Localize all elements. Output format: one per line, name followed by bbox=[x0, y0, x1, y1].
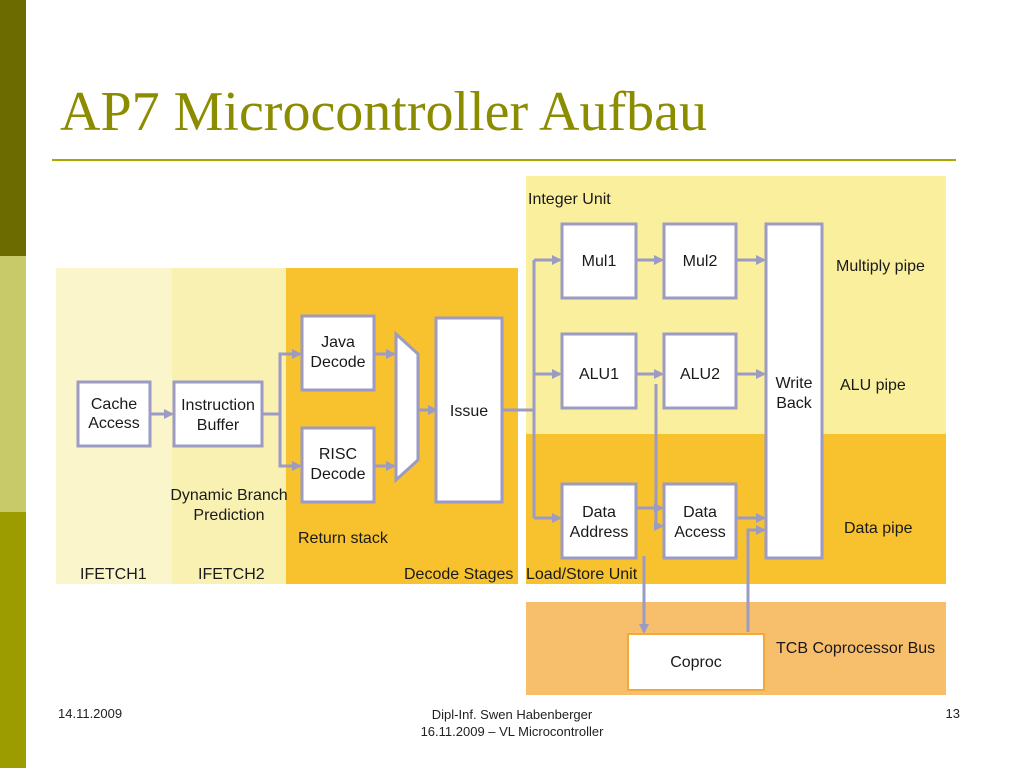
label-alu-pipe: ALU pipe bbox=[840, 377, 906, 394]
block-cache-access-line1: Cache bbox=[91, 396, 137, 413]
block-write-back-line1: Write bbox=[775, 375, 812, 392]
block-cache-access: Cache Access bbox=[76, 380, 152, 448]
block-alu2-label: ALU2 bbox=[680, 366, 720, 383]
label-dynamic-branch: Dynamic Branch bbox=[170, 487, 287, 504]
block-cache-access-line2: Access bbox=[88, 415, 140, 432]
block-coproc: Coproc bbox=[627, 633, 765, 691]
block-risc-decode-line2: Decode bbox=[310, 466, 365, 483]
block-issue: Issue bbox=[434, 316, 504, 504]
label-ifetch2: IFETCH2 bbox=[198, 566, 265, 583]
label-prediction: Prediction bbox=[193, 507, 264, 524]
footer-center: Dipl-Inf. Swen Habenberger 16.11.2009 – … bbox=[362, 706, 662, 740]
block-risc-decode: RISC Decode bbox=[300, 426, 376, 504]
label-decode-stages: Decode Stages bbox=[404, 566, 513, 583]
block-data-address: Data Address bbox=[560, 482, 638, 560]
title-underline bbox=[52, 159, 956, 161]
label-load-store-unit: Load/Store Unit bbox=[526, 566, 638, 583]
block-instruction-buffer: Instruction Buffer bbox=[172, 380, 264, 448]
block-mul2: Mul2 bbox=[662, 222, 738, 300]
block-alu2: ALU2 bbox=[662, 332, 738, 410]
footer-author: Dipl-Inf. Swen Habenberger bbox=[431, 707, 593, 722]
connection-lines bbox=[149, 255, 766, 634]
footer-date: 14.11.2009 bbox=[58, 706, 123, 721]
block-data-address-line2: Address bbox=[570, 524, 629, 541]
sidebar-segment-bottom bbox=[0, 512, 26, 768]
sidebar-accent bbox=[0, 0, 26, 768]
block-instruction-buffer-line1: Instruction bbox=[181, 397, 255, 414]
sidebar-segment-middle bbox=[0, 256, 26, 512]
slide-title: AP7 Microcontroller Aufbau bbox=[60, 81, 707, 143]
block-data-address-line1: Data bbox=[582, 504, 616, 521]
label-return-stack: Return stack bbox=[298, 530, 389, 547]
block-java-decode: Java Decode bbox=[300, 314, 376, 392]
block-mul1: Mul1 bbox=[560, 222, 638, 300]
label-ifetch1: IFETCH1 bbox=[80, 566, 147, 583]
multiplexer-shape bbox=[394, 330, 420, 484]
label-integer-unit: Integer Unit bbox=[528, 191, 611, 208]
block-alu1-label: ALU1 bbox=[579, 366, 619, 383]
block-mul1-label: Mul1 bbox=[582, 253, 617, 270]
block-data-access-line2: Access bbox=[674, 524, 726, 541]
block-issue-label: Issue bbox=[450, 403, 488, 420]
footer-page-number: 13 bbox=[945, 706, 960, 721]
block-data-access-line1: Data bbox=[683, 504, 717, 521]
label-data-pipe: Data pipe bbox=[844, 520, 913, 537]
block-write-back-line2: Back bbox=[776, 395, 813, 412]
footer-course: 16.11.2009 – VL Microcontroller bbox=[420, 724, 604, 739]
block-instruction-buffer-line2: Buffer bbox=[197, 417, 240, 434]
block-alu1: ALU1 bbox=[560, 332, 638, 410]
block-data-access: Data Access bbox=[662, 482, 738, 560]
block-java-decode-line1: Java bbox=[321, 334, 355, 351]
sidebar-segment-top bbox=[0, 0, 26, 256]
block-risc-decode-line1: RISC bbox=[319, 446, 357, 463]
label-multiply-pipe: Multiply pipe bbox=[836, 258, 925, 275]
block-coproc-label: Coproc bbox=[670, 654, 722, 671]
block-write-back: Write Back bbox=[764, 222, 824, 560]
label-tcb-bus: TCB Coprocessor Bus bbox=[776, 640, 935, 657]
block-mul2-label: Mul2 bbox=[683, 253, 718, 270]
block-java-decode-line2: Decode bbox=[310, 354, 365, 371]
